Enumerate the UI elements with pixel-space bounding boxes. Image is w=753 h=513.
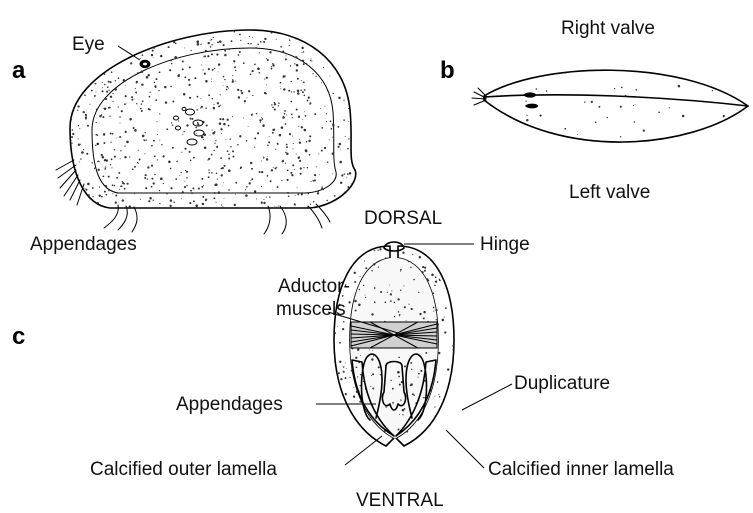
calcified-inner-leader-line xyxy=(446,430,484,468)
label-calcified-inner: Calcified inner lamella xyxy=(488,459,674,480)
label-appendages-a: Appendages xyxy=(30,234,137,255)
calcified-outer-leader-line xyxy=(345,436,382,465)
panel-b: b Right valve Left valve xyxy=(440,18,748,203)
label-adductor-line2: muscels xyxy=(276,299,346,320)
label-hinge: Hinge xyxy=(480,234,530,255)
duplicature-leader-line xyxy=(462,384,512,410)
eye-dorsal-upper xyxy=(524,92,536,97)
label-eye: Eye xyxy=(72,34,105,55)
eye-dorsal-lower xyxy=(526,104,538,109)
label-calcified-outer: Calcified outer lamella xyxy=(90,459,277,480)
panel-letter-a: a xyxy=(12,57,26,84)
panel-letter-b: b xyxy=(440,57,455,84)
label-dorsal: DORSAL xyxy=(364,208,442,229)
label-left-valve: Left valve xyxy=(569,182,650,203)
label-adductor-line1: Aductor- xyxy=(278,276,350,297)
valve-texture xyxy=(490,58,745,158)
valve-outline-dorsal xyxy=(484,70,748,142)
label-appendages-c: Appendages xyxy=(176,394,283,415)
panel-a: a Eye xyxy=(12,27,361,255)
label-ventral: VENTRAL xyxy=(356,490,444,511)
carapace-texture xyxy=(69,27,361,210)
valve-junction-line xyxy=(484,95,748,106)
adductor-muscles xyxy=(351,322,437,348)
label-right-valve: Right valve xyxy=(561,18,655,39)
label-duplicature: Duplicature xyxy=(514,373,610,394)
panel-letter-c: c xyxy=(12,323,25,350)
carapace-inner-margin xyxy=(92,48,336,193)
muscle-scars xyxy=(174,107,205,145)
